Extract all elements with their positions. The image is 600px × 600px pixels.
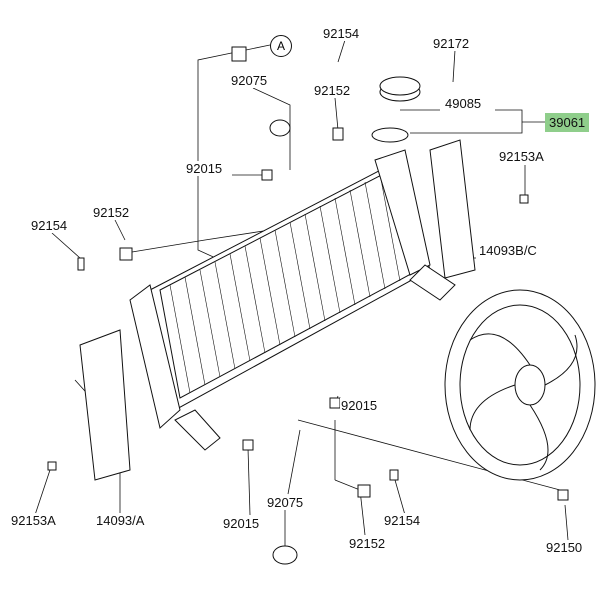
part-label-92153a-right[interactable]: 92153A <box>498 149 545 164</box>
part-label-92154-bottom[interactable]: 92154 <box>383 513 422 528</box>
part-label-92075-top[interactable]: 92075 <box>230 73 269 88</box>
part-label-92154-left[interactable]: 92154 <box>30 218 69 233</box>
fan-assembly <box>444 289 596 481</box>
small-parts <box>47 46 569 565</box>
part-label-92015-bottom[interactable]: 92015 <box>222 516 261 531</box>
part-label-92172[interactable]: 92172 <box>432 36 471 51</box>
part-label-92015-top[interactable]: 92015 <box>185 161 224 176</box>
part-label-14093a[interactable]: 14093/A <box>95 513 146 528</box>
part-label-92154-top[interactable]: 92154 <box>322 26 361 41</box>
part-label-92152-left[interactable]: 92152 <box>92 205 131 220</box>
radiator <box>129 76 456 451</box>
brackets <box>79 139 476 481</box>
part-label-92152-bottom[interactable]: 92152 <box>348 536 387 551</box>
part-label-39061[interactable]: 39061 <box>545 113 590 132</box>
part-label-49085[interactable]: 49085 <box>444 96 483 111</box>
part-label-92150[interactable]: 92150 <box>545 540 584 555</box>
reference-mark-a: A <box>270 35 292 57</box>
part-label-92152-top[interactable]: 92152 <box>313 83 352 98</box>
part-label-92015-right[interactable]: 92015 <box>340 398 379 413</box>
part-label-92153a-left[interactable]: 92153A <box>10 513 57 528</box>
part-label-92075-bottom[interactable]: 92075 <box>266 495 305 510</box>
part-label-14093bc[interactable]: 14093B/C <box>478 243 538 258</box>
